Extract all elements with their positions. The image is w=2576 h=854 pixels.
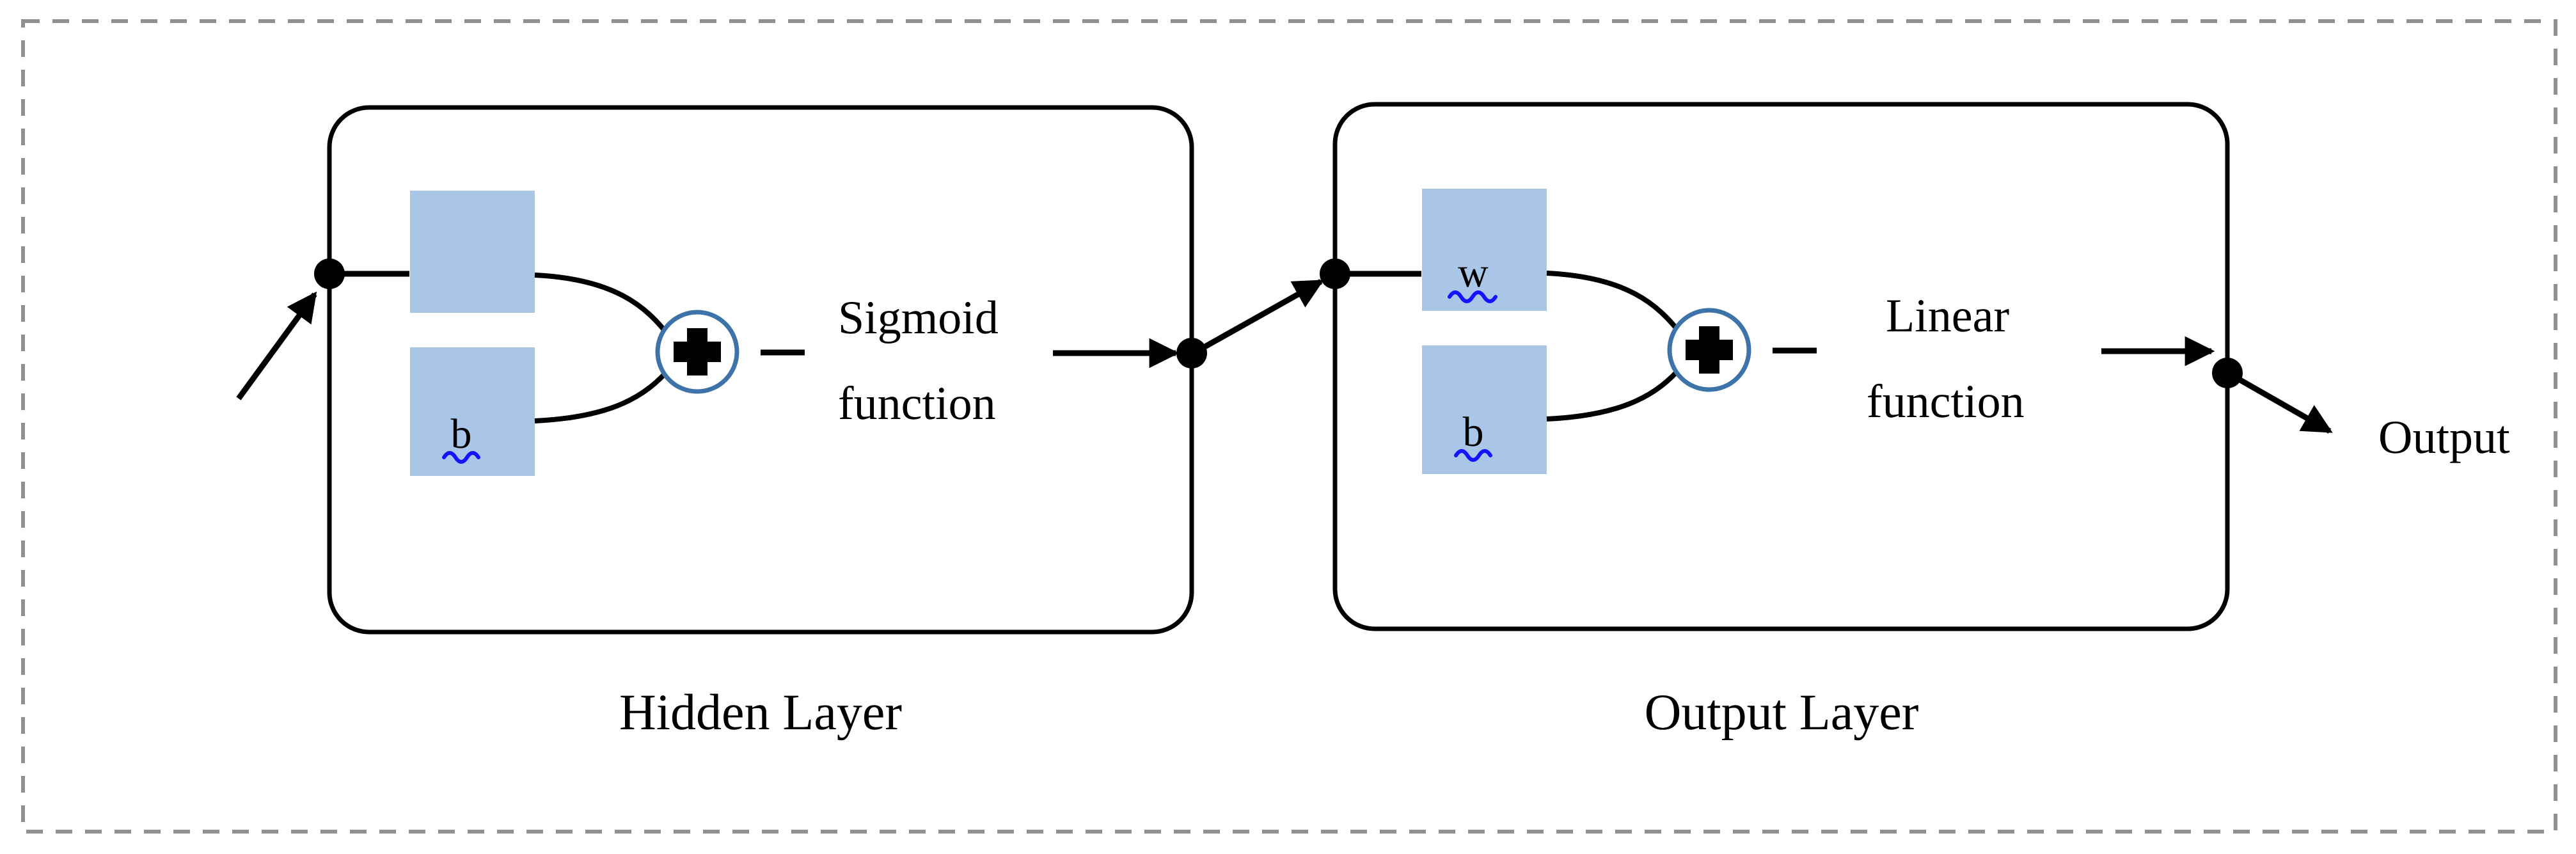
output-layer-caption: Output Layer [1645, 684, 1919, 741]
output-layer-group: w b Linear function Output Layer [1320, 102, 2243, 741]
output-bias-squiggle-underline [1454, 449, 1492, 462]
figure-border [21, 19, 2557, 834]
hidden-layer-caption: Hidden Layer [619, 684, 902, 741]
output-weight-letter: w [1458, 249, 1489, 296]
output-activation-line1: Linear [1886, 290, 2009, 342]
output-bias-letter: b [1463, 409, 1484, 455]
hidden-weight-box [410, 191, 535, 313]
output-activation-line2: function [1867, 376, 2025, 428]
output-weight-squiggle-underline [1448, 290, 1497, 303]
output-label: Output [2378, 411, 2510, 464]
output-bias-connector [1546, 365, 1684, 422]
hidden-bias-letter: b [451, 411, 472, 457]
hidden-weight-connector [534, 273, 672, 339]
hidden-layer-group: b Sigmoid function Hidden Layer [236, 105, 1207, 741]
output-bias-box [1422, 345, 1547, 474]
output-plus-icon [1686, 326, 1733, 374]
input-arrow [236, 291, 317, 400]
hidden-bias-squiggle-underline [442, 451, 480, 464]
interlayer-arrow [1201, 279, 1324, 351]
output-weight-connector [1546, 271, 1684, 337]
output-exit-node-dot [2212, 358, 2243, 388]
hidden-layer-container [327, 105, 1194, 635]
hidden-output-node-dot [1176, 338, 1207, 368]
hidden-activation-line2: function [838, 377, 996, 430]
hidden-bias-connector [534, 367, 672, 423]
hidden-bias-box [410, 347, 535, 476]
output-arrow [2234, 375, 2333, 434]
hidden-activation-line1: Sigmoid [838, 292, 999, 344]
hidden-plus-icon [674, 328, 721, 376]
output-weight-box [1422, 189, 1547, 311]
